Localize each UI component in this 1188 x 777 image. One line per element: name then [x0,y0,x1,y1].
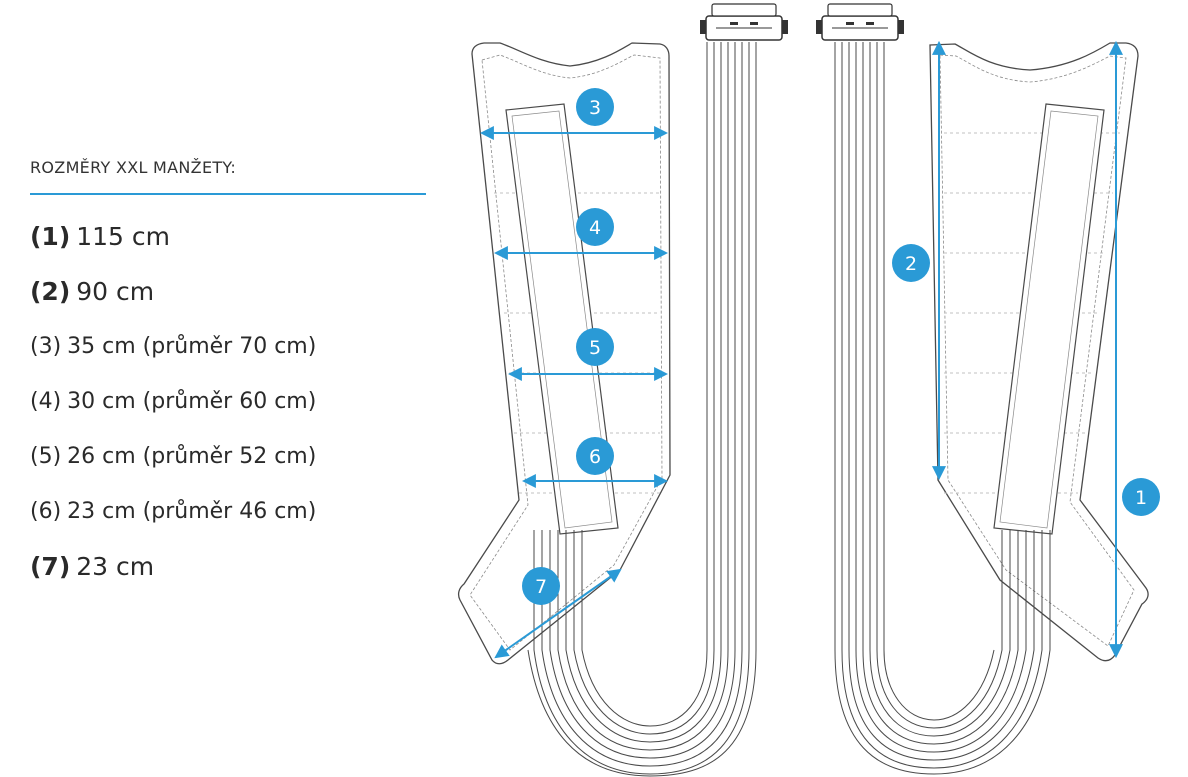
legend-item-number: (6) [30,499,62,524]
legend-item-number: (7) [30,552,71,581]
legend-item-6: (6) 23 cm (průměr 46 cm) [30,484,426,539]
legend-item-value: 115 cm [76,222,171,251]
legend-item-value: 23 cm [76,552,155,581]
legend-item-number: (3) [30,334,62,359]
marker-3-label: 3 [589,97,601,119]
marker-2-label: 2 [905,253,917,275]
marker-4-label: 4 [589,217,601,239]
legend-item-number: (2) [30,277,71,306]
right-cuff [929,42,1149,662]
legend-item-value: 90 cm [76,277,155,306]
legend-list: (1) 115 cm (2) 90 cm (3) 35 cm (průměr 7… [30,209,426,594]
right-connector [816,3,904,41]
legend-item-value: 35 cm (průměr 70 cm) [67,334,317,359]
legend-item-2: (2) 90 cm [30,264,426,319]
legend-item-value: 23 cm (průměr 46 cm) [67,499,317,524]
marker-4: 4 [576,208,614,246]
dimension-arrows [479,40,1123,659]
right-cuff-strip-inner [999,110,1099,529]
legend-item-number: (5) [30,444,62,469]
left-cuff-strip-inner [511,110,613,529]
marker-7: 7 [522,567,560,605]
right-cuff-inner-outline [939,54,1135,647]
marker-3: 3 [576,88,614,126]
marker-6: 6 [576,437,614,475]
left-connector [700,3,788,41]
marker-6-label: 6 [589,446,601,468]
legend-item-7: (7) 23 cm [30,539,426,594]
legend-item-number: (4) [30,389,62,414]
marker-5: 5 [576,328,614,366]
legend-item-4: (4) 30 cm (průměr 60 cm) [30,374,426,429]
marker-1-label: 1 [1135,487,1147,509]
marker-2: 2 [892,244,930,282]
left-cuff-strip [505,103,619,535]
legend-title: ROZMĚRY XXL MANŽETY: [30,158,237,177]
marker-5-label: 5 [589,337,601,359]
legend-item-value: 30 cm (průměr 60 cm) [67,389,317,414]
legend-divider [30,193,426,195]
right-tube-bundle [834,42,1051,775]
legend-item-3: (3) 35 cm (průměr 70 cm) [30,319,426,374]
left-cuff [457,42,671,665]
legend-item-number: (1) [30,222,71,251]
marker-1: 1 [1122,478,1160,516]
marker-7-label: 7 [535,576,547,598]
dimension-legend: ROZMĚRY XXL MANŽETY: (1) 115 cm (2) 90 c… [30,140,426,594]
legend-item-1: (1) 115 cm [30,209,426,264]
arrow-7 [494,568,622,659]
right-cuff-strip [993,103,1105,535]
legend-item-value: 26 cm (průměr 52 cm) [67,444,317,469]
left-tube-bundle [527,42,757,777]
legend-item-5: (5) 26 cm (průměr 52 cm) [30,429,426,484]
